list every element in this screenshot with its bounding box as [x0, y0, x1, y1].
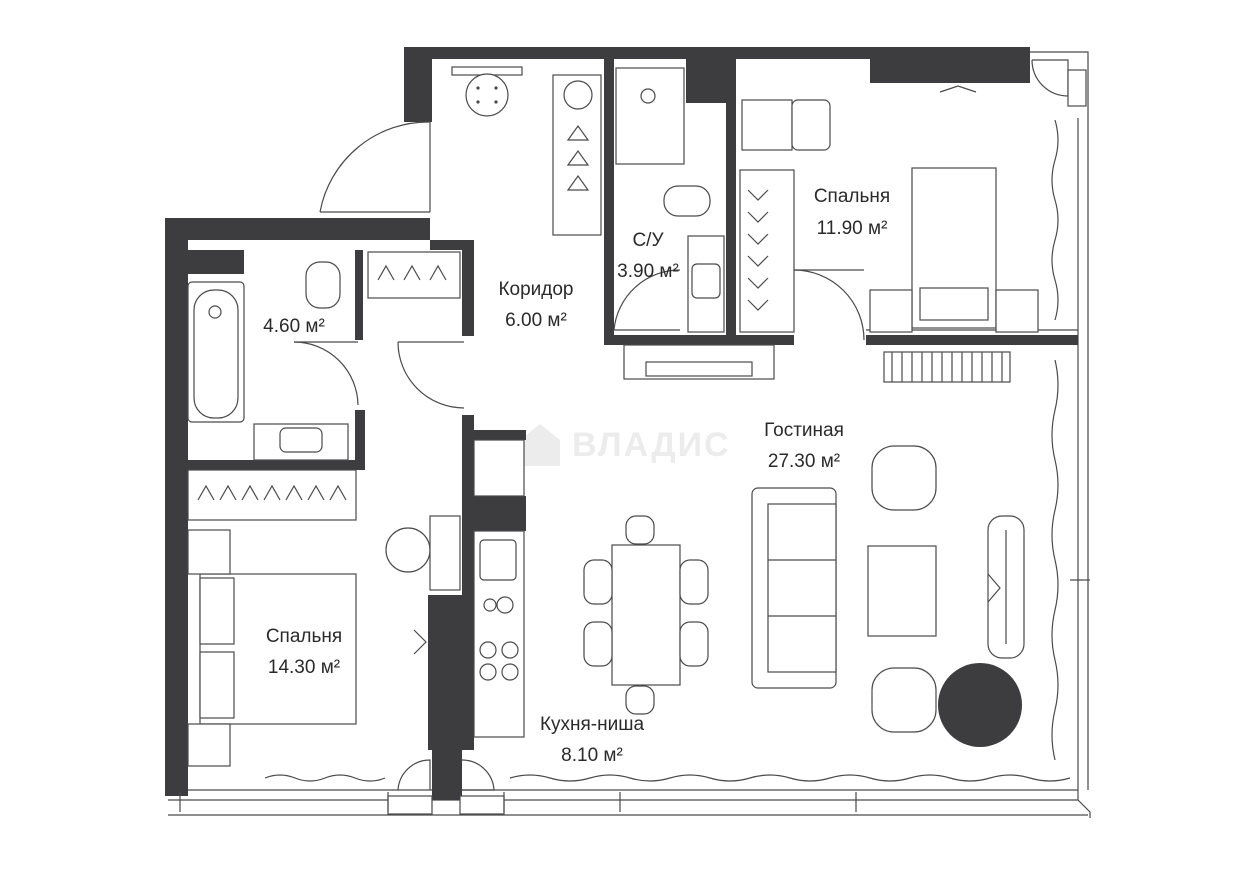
kitchen-furniture	[473, 439, 525, 738]
watermark-logo: ВЛАДИС	[520, 424, 731, 466]
bedroom-top-furniture	[623, 99, 1039, 383]
room-name-bedroom-left: Спальня	[266, 626, 342, 647]
room-area-kitchen: 8.10 м²	[561, 745, 623, 766]
walls	[165, 47, 1078, 800]
room-area-corridor: 6.00 м²	[505, 310, 567, 331]
bathroom-furniture	[615, 67, 725, 333]
room-area-bedroom-left: 14.30 м²	[268, 657, 340, 678]
living-furniture	[583, 445, 1025, 747]
room-name-bedroom-top: Спальня	[814, 186, 890, 207]
room-area-bathroom-small: 4.60 м²	[263, 316, 325, 337]
accent-circle	[938, 663, 1022, 747]
room-name-corridor: Коридор	[498, 279, 573, 300]
bathroom-small-furniture	[187, 261, 349, 461]
watermark-text: ВЛАДИС	[572, 426, 731, 464]
entry-furniture	[367, 66, 602, 299]
window-markings	[179, 69, 1087, 812]
room-area-bathroom: 3.90 м²	[617, 261, 679, 282]
room-area-living: 27.30 м²	[768, 451, 840, 472]
room-name-kitchen: Кухня-ниша	[540, 714, 645, 735]
curtains	[264, 119, 1071, 782]
room-area-bedroom-top: 11.90 м²	[817, 218, 888, 239]
room-name-living: Гостиная	[764, 420, 844, 441]
bedroom-left-furniture	[187, 469, 461, 767]
perimeter-lines	[168, 51, 1091, 818]
doors	[293, 59, 1069, 815]
room-labels: Спальня 11.90 м² С/У 3.90 м² Коридор 6.0…	[263, 186, 890, 766]
room-name-bathroom: С/У	[632, 230, 664, 251]
